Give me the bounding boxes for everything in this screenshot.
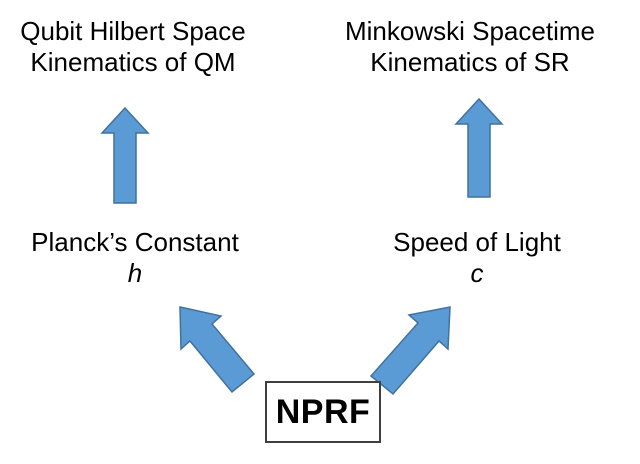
node-sr-line2: Kinematics of SR — [370, 47, 570, 77]
node-sr-line1: Minkowski Spacetime — [345, 16, 595, 46]
node-speed-of-light: Speed of Light c — [357, 227, 597, 289]
planck-symbol: h — [127, 258, 143, 288]
planck-label: Planck’s Constant — [31, 227, 239, 257]
up-arrow-light-to-sr-icon — [454, 97, 504, 198]
up-arrow-planck-to-qm-icon — [100, 106, 150, 204]
node-sr-kinematics: Minkowski Spacetime Kinematics of SR — [340, 16, 600, 78]
node-qm-kinematics: Qubit Hilbert Space Kinematics of QM — [2, 16, 264, 78]
node-qm-line1: Qubit Hilbert Space — [20, 16, 246, 46]
light-label: Speed of Light — [393, 227, 561, 257]
nprf-label: NPRF — [275, 392, 371, 431]
diagonal-arrow-nprf-to-light-icon — [369, 306, 451, 396]
diagonal-arrow-nprf-to-planck-icon — [179, 306, 256, 394]
nprf-box: NPRF — [265, 381, 381, 443]
light-symbol: c — [470, 258, 484, 288]
node-plancks-constant: Planck’s Constant h — [15, 227, 255, 289]
node-qm-line2: Kinematics of QM — [30, 47, 236, 77]
